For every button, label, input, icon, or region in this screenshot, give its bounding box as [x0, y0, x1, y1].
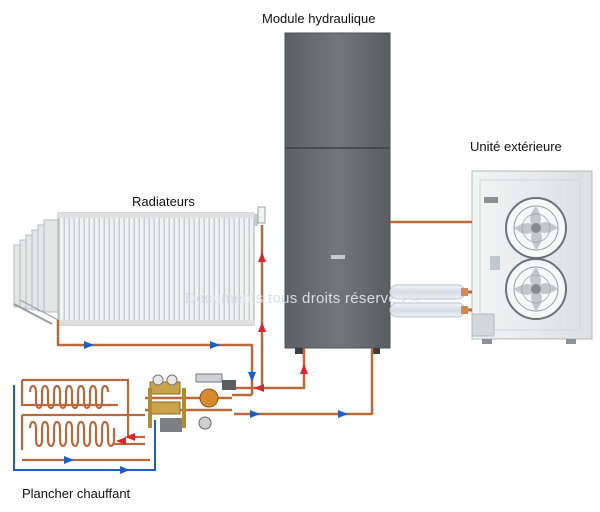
manifold — [148, 373, 236, 432]
flow-arrow-blue — [84, 341, 94, 349]
radiator-front — [57, 212, 255, 326]
watermark-text: Documents tous droits réservés © — [185, 290, 421, 307]
flow-arrow-blue — [120, 466, 130, 474]
flow-arrow-blue — [250, 410, 260, 418]
flow-arrow-blue — [338, 410, 348, 418]
flow-arrow-blue — [248, 372, 256, 382]
hydraulic-module — [284, 32, 391, 354]
label-radiators: Radiateurs — [132, 194, 195, 209]
flow-arrow-blue — [210, 341, 220, 349]
refrigerant-lines — [389, 220, 472, 318]
underfloor-loops — [13, 378, 156, 471]
flow-arrow-red — [300, 364, 308, 374]
label-outdoor-unit: Unité extérieure — [470, 139, 562, 154]
flow-arrows — [64, 252, 348, 474]
outdoor-unit — [471, 170, 593, 344]
flow-arrow-blue — [64, 456, 74, 464]
flow-arrow-red — [116, 437, 126, 445]
label-hydraulic-module: Module hydraulique — [262, 11, 376, 26]
flow-arrow-red — [258, 322, 266, 332]
brand-badge — [331, 255, 345, 259]
flow-arrow-red — [258, 252, 266, 262]
radiator-group — [13, 206, 266, 326]
flow-arrow-red — [254, 384, 264, 392]
pump — [199, 388, 219, 408]
label-underfloor: Plancher chauffant — [22, 486, 131, 501]
flow-arrow-red — [125, 433, 135, 441]
